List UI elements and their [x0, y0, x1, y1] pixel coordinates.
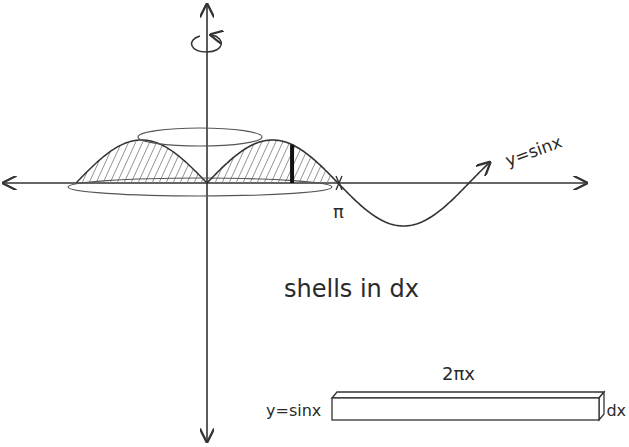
illustration [5, 6, 604, 440]
method-note: shells in dx [284, 276, 419, 302]
shell-strip [290, 145, 294, 183]
tick-label: π [333, 202, 344, 222]
slab-front [332, 398, 599, 420]
mirrored-curve [76, 140, 207, 183]
thickness-label: dx [606, 402, 626, 420]
slab-top [332, 392, 604, 398]
x-axis [5, 182, 585, 184]
rotation-arrow [192, 35, 222, 52]
y-axis [206, 6, 208, 440]
shading [40, 135, 398, 183]
pi-tick [336, 176, 342, 190]
curve-label: y=sinx [503, 132, 565, 170]
top-disk [138, 128, 262, 146]
sine-curve [207, 140, 489, 226]
circumference-label: 2πx [442, 364, 475, 384]
slab-side [599, 392, 604, 420]
pi-tick [336, 176, 342, 190]
height-label: y=sinx [266, 402, 321, 420]
